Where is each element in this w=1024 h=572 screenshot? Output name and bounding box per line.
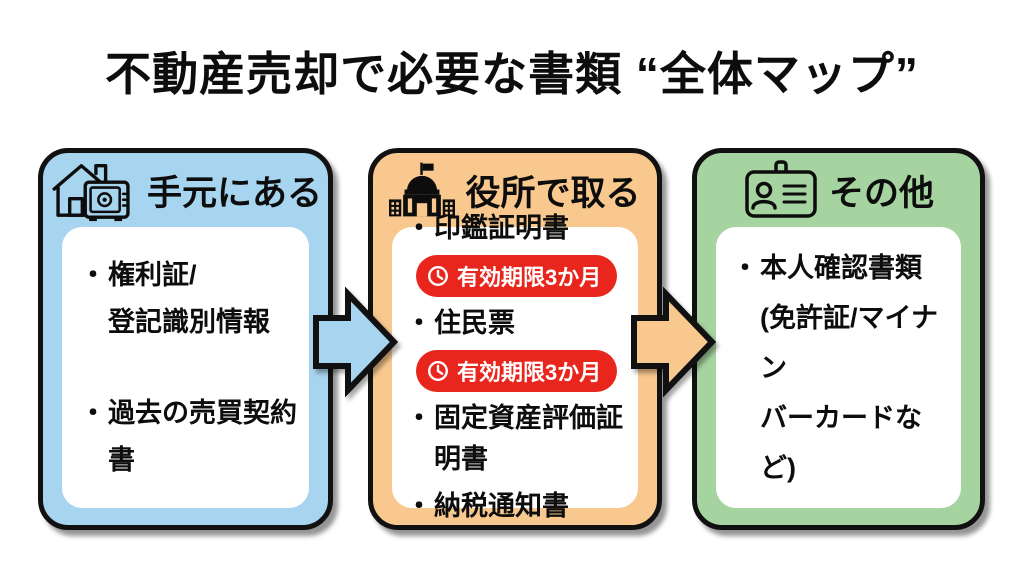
bullet: ・	[405, 308, 433, 338]
validity-badge-label: 有効期限3か月	[457, 265, 602, 290]
item-text: 印鑑証明書	[434, 213, 569, 243]
item-line: (免許証/マイナン	[760, 302, 938, 383]
bullet: ・	[405, 403, 433, 433]
panel-at-hand-body: ・ 権利証/ 登記識別情報 ・ 過去の売買契約書	[62, 227, 309, 508]
panel-at-hand-title: 手元にある	[146, 173, 322, 213]
list-item: ・ 本人確認書類 (免許証/マイナン バーカードなど)	[730, 243, 955, 493]
list-item: ・ 過去の売買契約書	[78, 390, 301, 484]
item-line: 権利証/	[108, 259, 197, 290]
item-text: 本人確認書類 (免許証/マイナン バーカードなど)	[760, 243, 955, 493]
id-card-icon	[743, 160, 819, 220]
panel-city-office-title: 役所で取る	[465, 173, 641, 213]
panel-at-hand-header: 手元にある	[43, 153, 328, 227]
flow-arrow-orange	[630, 286, 718, 398]
item-line: 本人確認書類	[760, 252, 922, 283]
validity-badge: 有効期限3か月	[416, 255, 618, 297]
item-line: 登記識別情報	[108, 306, 270, 337]
validity-badge: 有効期限3か月	[416, 350, 618, 392]
item-text: 過去の売買契約書	[108, 390, 301, 484]
panel-city-office: 役所で取る ・ 印鑑証明書 有効期限3か月 ・ 住民票	[368, 148, 662, 530]
panel-others-body: ・ 本人確認書類 (免許証/マイナン バーカードなど)	[716, 227, 961, 508]
panel-others-header: その他	[697, 153, 980, 227]
list-item: ・ 住民票	[404, 303, 632, 344]
item-text: 納税通知書	[434, 491, 569, 521]
item-text: 住民票	[434, 308, 515, 338]
bullet: ・	[79, 397, 107, 428]
item-line: バーカードなど)	[760, 402, 922, 483]
list-item: ・ 固定資産評価証明書	[404, 398, 632, 480]
house-safe-icon	[49, 157, 137, 223]
item-text: 権利証/ 登記識別情報	[108, 252, 270, 346]
list-item: ・ 印鑑証明書	[404, 208, 632, 249]
bullet: ・	[79, 259, 107, 290]
panel-others-title: その他	[828, 173, 934, 213]
item-line: 過去の売買契約書	[108, 397, 297, 475]
government-building-icon	[389, 159, 456, 221]
clock-icon	[426, 264, 450, 288]
list-item: ・ 納税通知書	[404, 486, 632, 527]
panel-at-hand: 手元にある ・ 権利証/ 登記識別情報 ・ 過去の売買契約書	[38, 148, 333, 530]
list-item: ・ 権利証/ 登記識別情報	[78, 252, 301, 346]
panel-city-office-body: ・ 印鑑証明書 有効期限3か月 ・ 住民票	[392, 213, 638, 521]
page-title: 不動産売却で必要な書類 “全体マップ”	[105, 48, 919, 100]
validity-badge-label: 有効期限3か月	[457, 360, 602, 385]
bullet: ・	[405, 213, 433, 243]
clock-icon	[426, 359, 450, 383]
panel-city-office-header: 役所で取る	[373, 153, 657, 227]
flow-arrow-blue	[312, 286, 400, 398]
bullet: ・	[731, 252, 759, 283]
item-text: 固定資産評価証明書	[434, 403, 623, 474]
bullet: ・	[405, 491, 433, 521]
panel-others: その他 ・ 本人確認書類 (免許証/マイナン バーカードなど)	[692, 148, 985, 530]
